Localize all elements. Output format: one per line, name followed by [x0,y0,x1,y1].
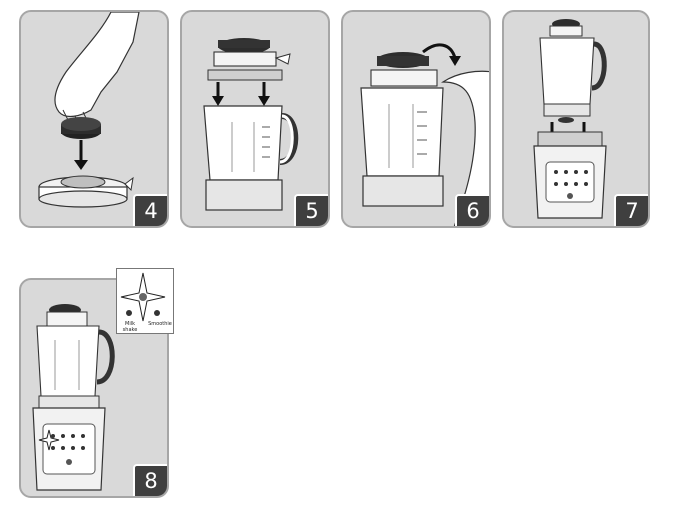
step-6-panel: 6 [341,10,491,228]
step-4-badge: 4 [133,194,167,226]
step-7-illustration [533,19,607,219]
step-7-panel: 7 [502,10,650,228]
step-8-badge: 8 [133,464,167,496]
step-5-panel: 5 [180,10,330,228]
inset-label-milkshake: Milk shake [122,321,138,333]
inset-label-smoothie: Smoothie [148,321,172,327]
step-5-illustration [203,38,299,211]
step-6-illustration [360,43,489,226]
step-6-badge: 6 [455,194,489,226]
step-4-illustration [38,12,140,208]
step-5-badge: 5 [294,194,328,226]
step-7-badge: 7 [614,194,648,226]
step-8-illustration [32,304,115,491]
step-4-panel: 4 [19,10,169,228]
step-8-control-inset: Milk shake Smoothie [116,268,174,334]
pointer-star-icon [120,272,166,322]
step-8-panel: 8 [19,278,169,498]
